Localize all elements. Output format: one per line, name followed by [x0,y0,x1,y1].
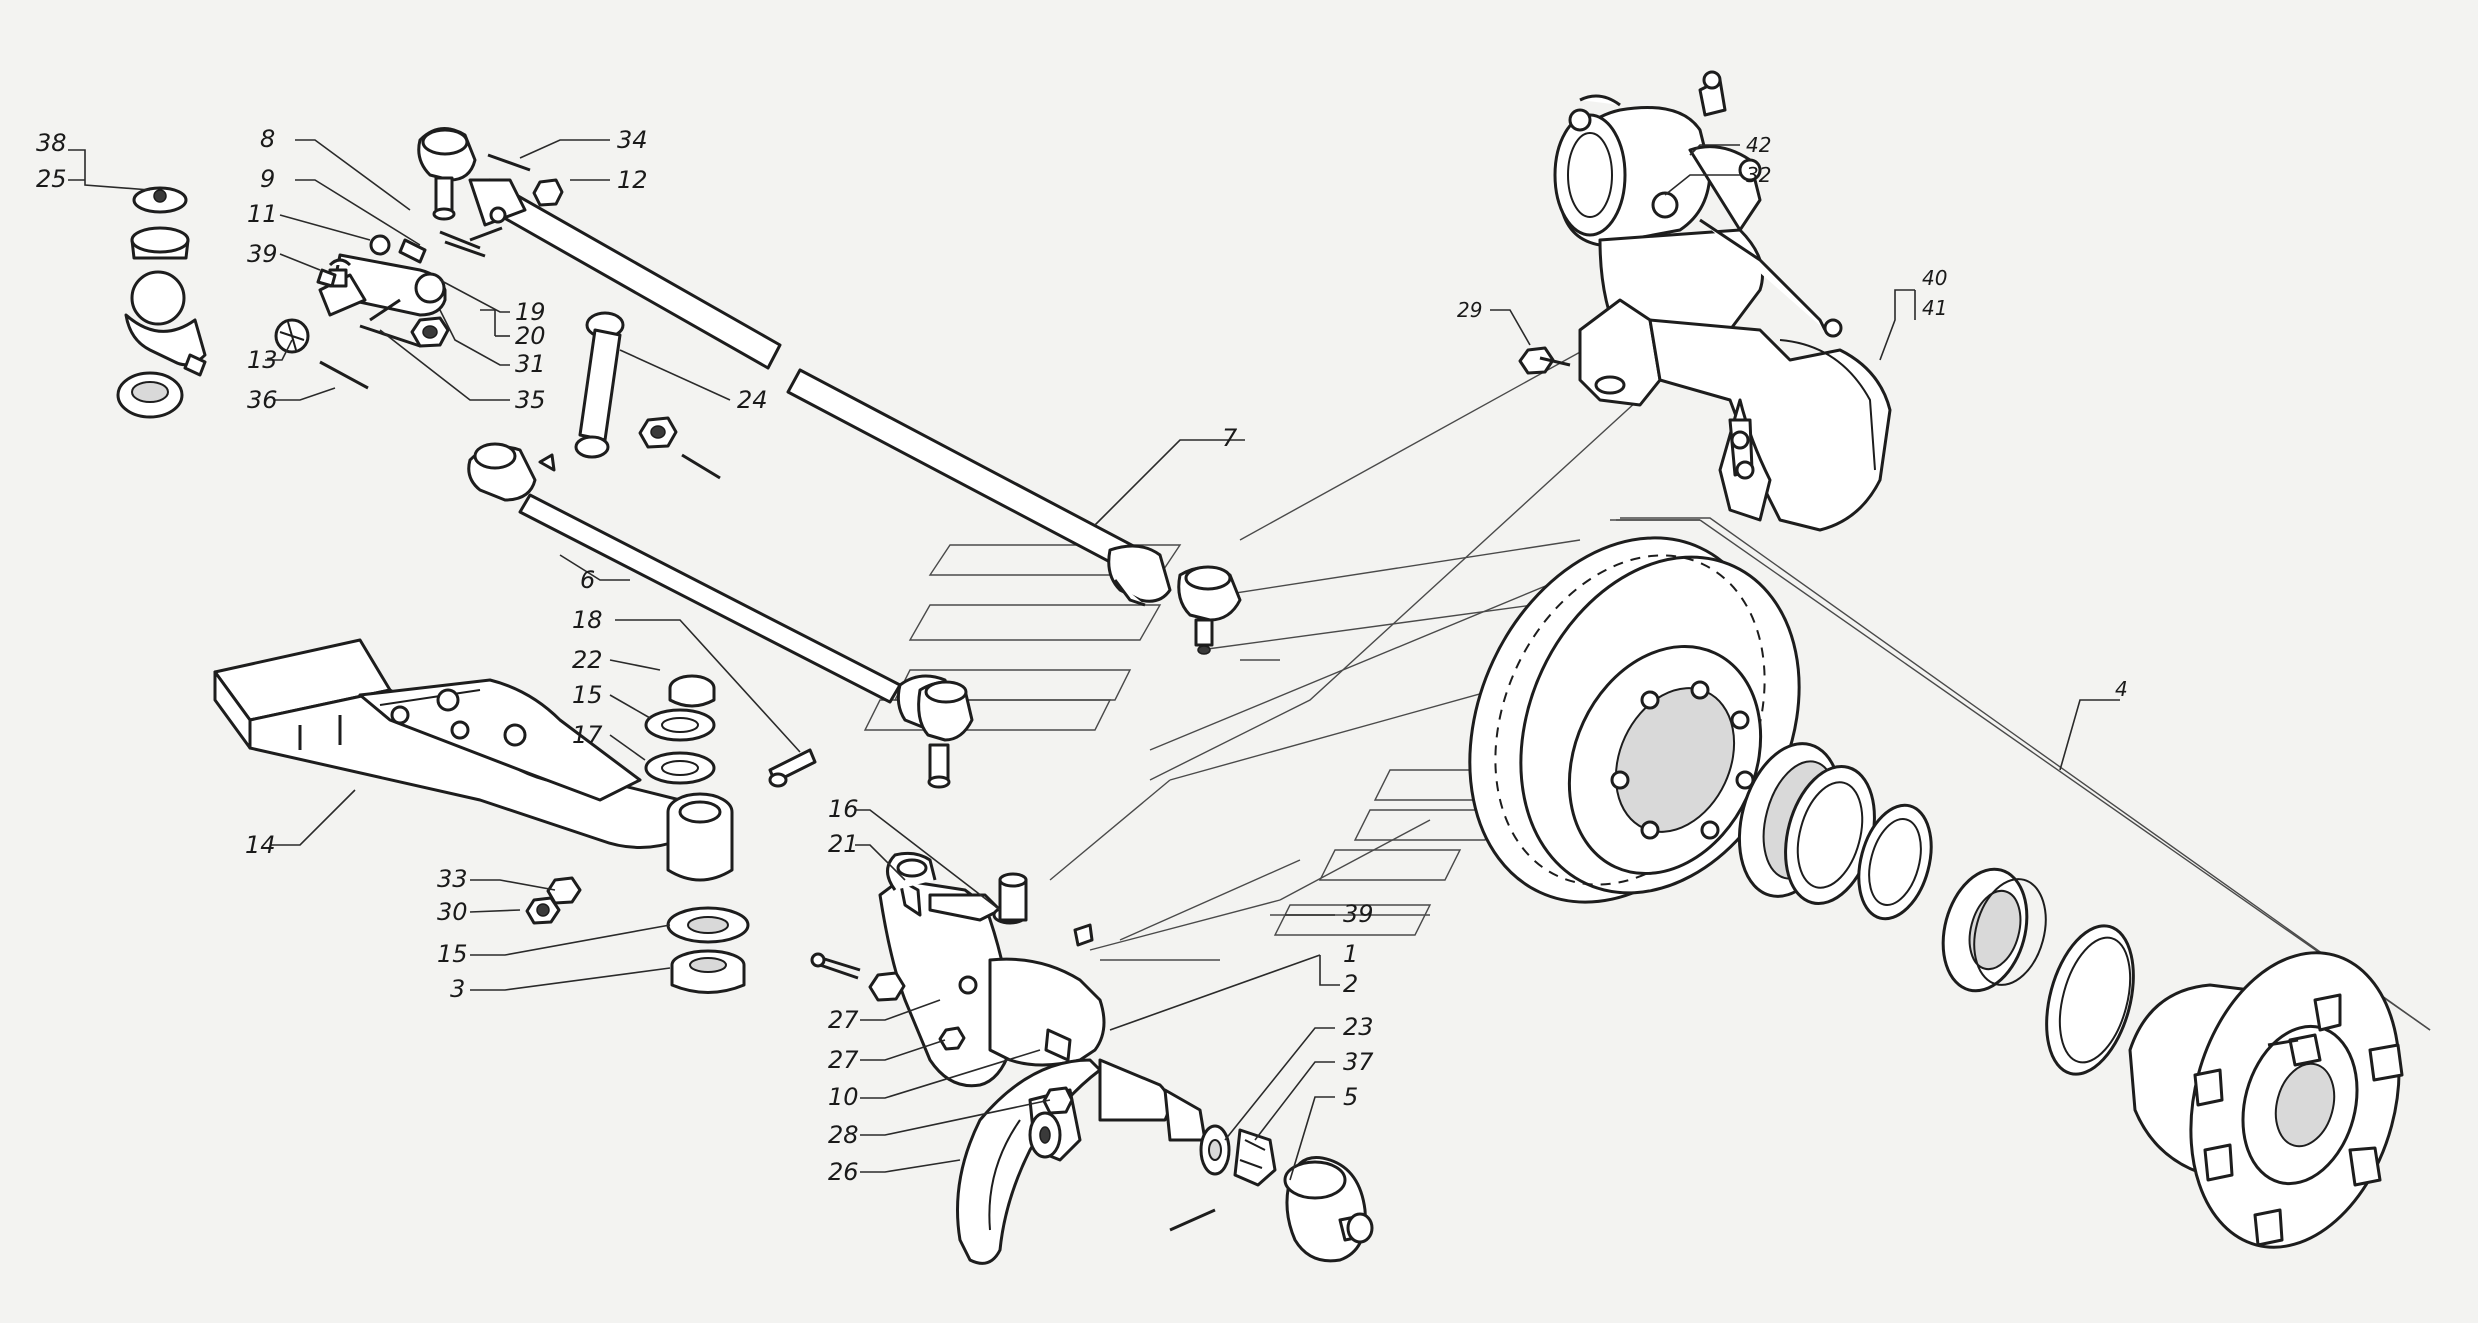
callout-14: 14 [245,831,276,859]
callout-7: 7 [1222,424,1238,452]
callout-37: 37 [1343,1048,1374,1076]
wheel-hub [2128,951,2404,1249]
brake-disc [1468,536,1801,904]
callout-42: 42 [1746,133,1771,157]
callout-27-upper: 27 [828,1006,859,1034]
callout-28: 28 [828,1121,859,1149]
callout-2: 2 [1343,970,1358,998]
callout-1: 1 [1343,940,1358,968]
callout-4: 4 [2115,677,2128,701]
ball-joint-assembly [116,186,207,419]
callout-32: 32 [1746,163,1771,187]
callout-20: 20 [515,322,546,350]
callout-15-lower: 15 [437,940,468,968]
callout-17: 17 [572,721,603,749]
callout-6: 6 [580,566,595,594]
callout-36: 36 [247,386,278,414]
callout-5: 5 [1343,1083,1358,1111]
callout-8: 8 [260,125,275,153]
spindle-cap-group [1169,1124,1374,1263]
brake-caliper [1518,70,1892,532]
steering-knuckle [810,851,1207,1265]
callout-24: 24 [737,386,768,414]
seals-bearings [1737,742,2135,1076]
callout-22: 22 [572,646,603,674]
callout-10: 10 [828,1083,859,1111]
callout-34: 34 [617,126,648,154]
callout-9: 9 [260,165,275,193]
callout-30: 30 [437,898,468,926]
callout-33: 33 [437,865,468,893]
callout-labels: 38 25 8 9 11 39 13 36 34 12 19 20 31 35 … [36,125,2128,1186]
callout-25: 25 [36,165,67,193]
callout-3: 3 [450,975,465,1003]
callout-35: 35 [515,386,546,414]
callout-18: 18 [572,606,603,634]
callout-23: 23 [1343,1013,1374,1041]
drag-link [467,442,974,789]
callout-15-upper: 15 [572,681,603,709]
callout-19: 19 [515,298,546,326]
callout-29: 29 [1457,298,1482,322]
callout-39-upper: 39 [247,240,278,268]
callout-21: 21 [828,830,859,858]
leader-lines [68,139,2120,1181]
callout-41: 41 [1922,296,1947,320]
projection-guides [863,319,2431,1031]
callout-11: 11 [247,200,278,228]
callout-39-lower: 39 [1343,900,1374,928]
callout-40: 40 [1922,266,1947,290]
frame-bracket [213,638,734,882]
callout-31: 31 [515,350,546,378]
kingpin-set [525,674,817,994]
callout-27-lower: 27 [828,1046,859,1074]
tie-rod-upper [417,127,1242,655]
callout-26: 26 [828,1158,859,1186]
callout-38: 38 [36,129,67,157]
steering-arm-group [274,230,486,390]
idler-arm [574,311,721,480]
callout-16: 16 [828,795,859,823]
callout-13: 13 [247,346,278,374]
callout-12: 12 [617,166,648,194]
